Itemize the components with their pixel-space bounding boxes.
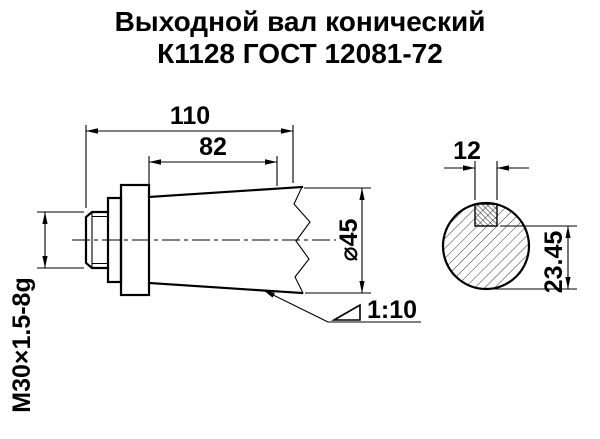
shaft-cross-section-circle	[441, 201, 531, 291]
thread-end-outline	[84, 210, 110, 270]
arrowhead	[463, 165, 475, 171]
drawing-title: Выходной вал конический К1128 ГОСТ 12081…	[0, 6, 600, 70]
arrowhead	[86, 128, 98, 134]
dim-overall-length: 110	[85, 102, 294, 208]
dim-shaft-diameter: ⌀45	[304, 187, 371, 294]
arrowhead	[263, 290, 275, 298]
arrowhead	[42, 212, 48, 224]
dim-keyway-width: 12	[444, 137, 529, 200]
arrowhead	[42, 256, 48, 268]
arrowhead	[149, 159, 161, 165]
taper-triangle-icon	[331, 303, 361, 321]
cone-bottom-edge	[147, 281, 304, 295]
dim-overall-length-label: 110	[170, 102, 210, 130]
cone-top-edge	[147, 185, 304, 199]
shaft-side-view	[84, 183, 311, 297]
drawing-title-line1: Выходной вал конический	[114, 6, 486, 37]
dim-thread: M30×1.5-8g	[8, 211, 84, 413]
arrowhead	[497, 165, 509, 171]
end-view-dimensions: 12 23.45	[444, 137, 577, 293]
dim-keyway-depth-label: 23.45	[540, 231, 568, 294]
dim-keyway-depth: 23.45	[492, 225, 577, 294]
dim-diameter-label: ⌀45	[335, 218, 363, 261]
taper-callout: 1:10	[262, 289, 421, 324]
arrowhead	[565, 277, 571, 289]
dimension-annotations: 110 82 M30×1.5-8g	[8, 102, 421, 413]
arrowhead	[565, 226, 571, 238]
shaft-break-line	[293, 186, 311, 294]
arrowhead	[359, 281, 365, 293]
arrowhead	[265, 159, 277, 165]
taper-ratio-label: 1:10	[367, 296, 417, 324]
thread-designation-label: M30×1.5-8g	[8, 277, 36, 413]
shaft-end-view	[441, 201, 531, 291]
dim-cone-length: 82	[148, 133, 278, 193]
arrowhead	[281, 128, 293, 134]
keyway-section	[474, 203, 498, 227]
dim-keyway-width-label: 12	[453, 137, 481, 165]
shaft-collar-large	[119, 183, 151, 297]
dim-cone-length-label: 82	[199, 133, 227, 161]
drawing-title-line2: К1128 ГОСТ 12081-72	[157, 37, 443, 69]
arrowhead	[359, 188, 365, 200]
leader-line	[262, 289, 329, 323]
